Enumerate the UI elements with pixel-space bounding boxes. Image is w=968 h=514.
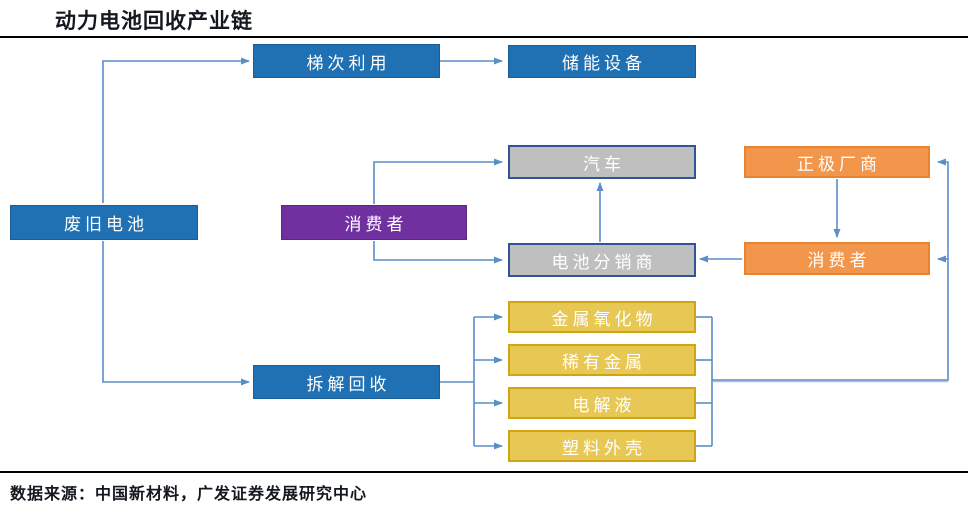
node-automobile: 汽车 <box>508 145 696 179</box>
node-cathode-manufacturer: 正极厂商 <box>744 146 930 178</box>
node-battery-distributor: 电池分销商 <box>508 243 696 277</box>
node-consumer-left: 消费者 <box>281 205 467 240</box>
node-plastic-shell: 塑料外壳 <box>508 430 696 462</box>
node-energy-storage: 储能设备 <box>508 45 696 78</box>
node-echelon-use: 梯次利用 <box>253 44 440 78</box>
node-metal-oxide: 金属氧化物 <box>508 301 696 333</box>
page-title: 动力电池回收产业链 <box>55 10 253 33</box>
node-electrolyte: 电解液 <box>508 387 696 419</box>
header-rule <box>0 36 968 38</box>
data-source-note: 数据来源：中国新材料，广发证券发展研究中心 <box>10 486 368 503</box>
node-waste-battery: 废旧电池 <box>10 205 198 240</box>
node-consumer-right: 消费者 <box>744 242 930 275</box>
footer-rule <box>0 471 968 473</box>
node-rare-metal: 稀有金属 <box>508 344 696 376</box>
node-dismantle-recycle: 拆解回收 <box>253 365 440 399</box>
